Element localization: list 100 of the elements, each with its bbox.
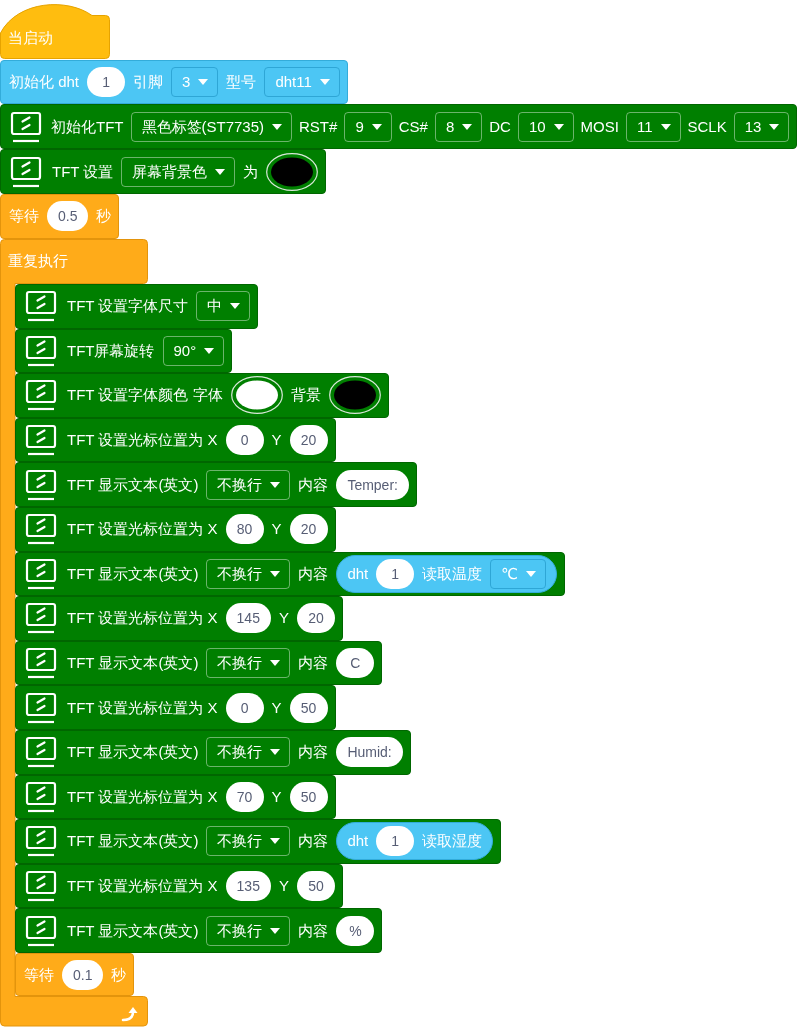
dropdown: dht11	[264, 66, 340, 97]
value-input: 50	[289, 692, 328, 723]
block-label: Y	[271, 520, 282, 539]
block-label: Y	[271, 787, 282, 806]
block-label: 秒	[96, 207, 112, 226]
color-swatch-icon	[266, 152, 319, 191]
display-command-block	[15, 551, 566, 597]
value-input: 50	[289, 781, 328, 812]
block-label: TFT 设置	[52, 162, 114, 181]
block-label: SCLK	[687, 117, 727, 136]
value-input: 1	[87, 66, 126, 97]
block-label: TFT 设置字体颜色 字体	[67, 386, 223, 405]
block-label: TFT 设置光标位置为 X	[67, 787, 218, 806]
display-command-block	[15, 640, 383, 686]
display-command-block	[0, 149, 327, 194]
event-hat-block	[0, 3, 110, 59]
block-label: TFT 设置字体尺寸	[67, 297, 189, 316]
display-command-block	[15, 284, 259, 329]
block-label: DC	[489, 117, 511, 136]
dropdown: 不换行	[206, 469, 291, 500]
color-swatch-icon	[328, 376, 381, 415]
block-label: TFT 显示文本(英文)	[67, 832, 199, 851]
block-label: Y	[278, 609, 289, 628]
dropdown: ℃	[490, 558, 547, 589]
block-label: 内容	[298, 564, 329, 583]
value-input: 80	[225, 514, 264, 545]
value-input: 70	[225, 781, 264, 812]
block-label: TFT 显示文本(英文)	[67, 743, 199, 762]
block-label: 读取温度	[422, 564, 483, 583]
value-input: 0	[225, 692, 264, 723]
display-command-block	[15, 863, 343, 909]
block-label: Y	[278, 877, 289, 896]
dropdown: 不换行	[206, 737, 291, 768]
value-input: 135	[225, 871, 271, 902]
block-label: TFT 设置光标位置为 X	[67, 877, 218, 896]
dropdown: 11	[625, 111, 681, 142]
sensor-reporter-block	[336, 554, 558, 593]
dropdown: 9	[344, 111, 392, 142]
display-command-block	[15, 819, 502, 864]
wait-block	[0, 194, 120, 239]
dropdown: 黑色标签(ST7735)	[130, 111, 293, 142]
block-label: 当启动	[8, 29, 53, 47]
block-label: 重复执行	[8, 251, 68, 270]
dropdown: 不换行	[206, 826, 291, 857]
display-command-block	[0, 104, 798, 149]
block-label: TFT 设置光标位置为 X	[67, 431, 218, 450]
block-label: dht	[347, 564, 369, 583]
display-command-block	[15, 774, 336, 820]
display-command-block	[15, 462, 417, 507]
block-label: MOSI	[580, 117, 619, 136]
block-label: 为	[243, 162, 259, 181]
value-input: C	[336, 648, 375, 679]
display-command-block	[15, 417, 336, 463]
block-label: 读取湿度	[422, 832, 483, 851]
block-label: 内容	[298, 475, 329, 494]
value-input: 50	[296, 871, 335, 902]
block-label: 内容	[298, 921, 329, 940]
value-input: 20	[289, 425, 328, 456]
block-label: CS#	[398, 117, 428, 136]
dropdown: 90°	[162, 335, 225, 366]
display-command-block	[15, 685, 336, 730]
value-input: Humid:	[336, 737, 403, 768]
display-command-block	[15, 596, 343, 641]
block-label: 内容	[298, 832, 329, 851]
value-input: 0.1	[62, 959, 104, 990]
dropdown: 屏幕背景色	[121, 156, 236, 187]
value-input: 20	[289, 514, 328, 545]
value-input: Temper:	[336, 469, 409, 500]
value-input: 0.5	[47, 201, 89, 232]
block-label: TFT屏幕旋转	[67, 341, 155, 360]
sensor-setup-block	[0, 59, 348, 104]
block-label: TFT 显示文本(英文)	[67, 921, 199, 940]
dropdown: 不换行	[206, 558, 291, 589]
block-label: 等待	[24, 965, 54, 984]
value-input: %	[336, 915, 375, 946]
sensor-reporter-block	[336, 822, 494, 861]
block-label: 背景	[290, 386, 321, 405]
block-label: RST#	[299, 117, 338, 136]
dropdown: 3	[171, 66, 219, 97]
block-label: TFT 显示文本(英文)	[67, 564, 199, 583]
display-command-block	[15, 507, 336, 552]
value-input: 145	[225, 603, 271, 634]
dropdown: 不换行	[206, 915, 291, 946]
block-label: 初始化 dht	[9, 72, 80, 91]
display-command-block	[15, 908, 383, 953]
dropdown: 中	[196, 291, 251, 322]
block-label: 内容	[298, 654, 329, 673]
block-label: TFT 设置光标位置为 X	[67, 609, 218, 628]
block-label: 等待	[9, 207, 39, 226]
color-swatch-icon	[230, 376, 283, 415]
dropdown: 不换行	[206, 648, 291, 679]
display-command-block	[15, 730, 411, 775]
display-command-block	[15, 328, 233, 374]
value-input: 0	[225, 425, 264, 456]
dropdown: 10	[517, 111, 574, 142]
dropdown: 8	[434, 111, 483, 142]
value-input: 20	[296, 603, 335, 634]
block-label: 型号	[226, 72, 257, 91]
value-input: 1	[376, 826, 415, 857]
dropdown: 13	[733, 111, 790, 142]
